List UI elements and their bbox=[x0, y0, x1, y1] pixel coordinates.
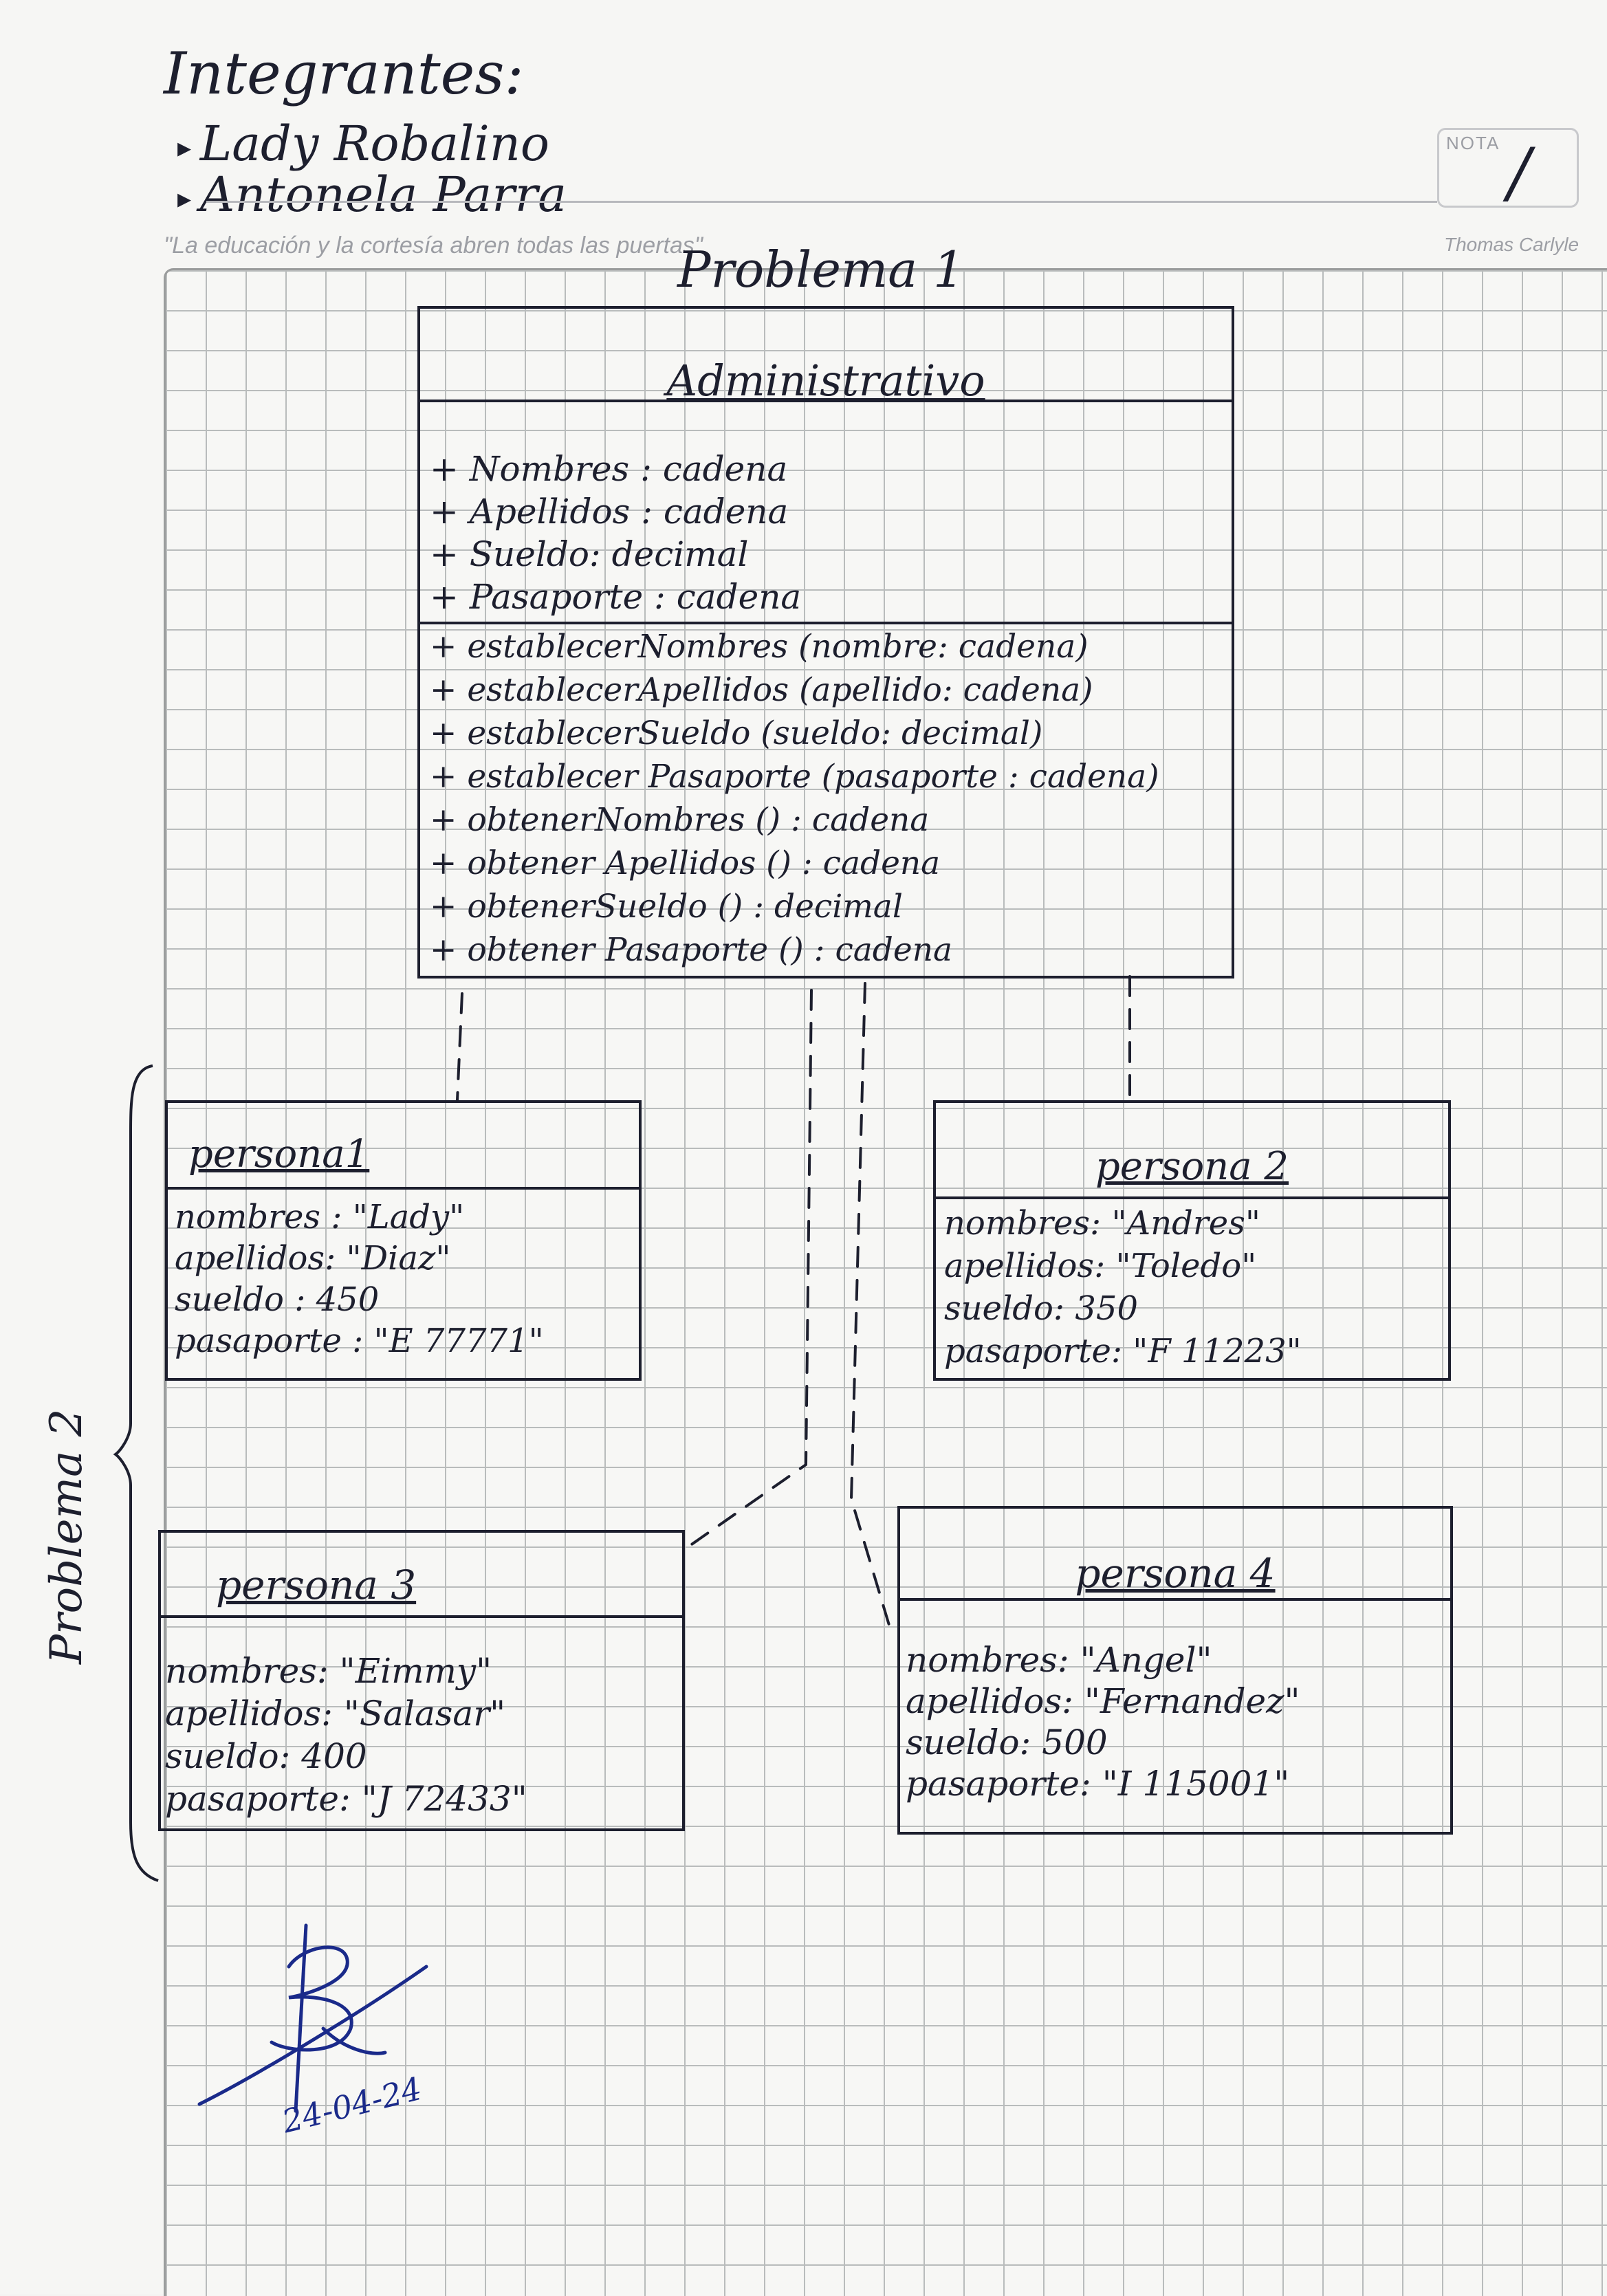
bullet-icon: ▸ bbox=[177, 183, 200, 215]
object-box-persona-3: persona 3 nombres: "Eimmy" apellidos: "S… bbox=[158, 1530, 685, 1831]
object-row: pasaporte: "J 72433" bbox=[165, 1779, 527, 1819]
object-box-persona-4: persona 4 nombres: "Angel" apellidos: "F… bbox=[897, 1506, 1453, 1835]
problem-2-brace bbox=[113, 1064, 159, 1882]
object-name-divider bbox=[900, 1598, 1450, 1601]
class-name-divider bbox=[420, 400, 1232, 402]
attribute-row: + Pasaporte : cadena bbox=[430, 577, 802, 617]
bullet-icon: ▸ bbox=[177, 132, 200, 164]
printed-quote: "La educación y la cortesía abren todas … bbox=[164, 232, 703, 259]
object-name-divider bbox=[936, 1196, 1448, 1199]
grade-box: NOTA / bbox=[1437, 128, 1579, 211]
name-line bbox=[206, 201, 1437, 203]
object-row: sueldo : 450 bbox=[175, 1280, 380, 1319]
object-values: nombres : "Lady" apellidos: "Diaz" sueld… bbox=[175, 1196, 544, 1362]
attribute-row: + Nombres : cadena bbox=[430, 449, 788, 489]
object-row: sueldo: 500 bbox=[906, 1723, 1108, 1762]
object-row: nombres: "Angel" bbox=[906, 1640, 1212, 1680]
object-name: persona1 bbox=[188, 1132, 370, 1177]
method-row: + obtener Apellidos () : cadena bbox=[430, 844, 941, 882]
object-box-persona-2: persona 2 nombres: "Andres" apellidos: "… bbox=[933, 1100, 1451, 1381]
object-name: persona 3 bbox=[216, 1562, 417, 1608]
method-row: + obtener Pasaporte () : cadena bbox=[430, 931, 952, 969]
member-1: ▸ Lady Robalino bbox=[177, 116, 550, 172]
signature-mark bbox=[197, 1923, 428, 2113]
object-row: apellidos: "Toledo" bbox=[944, 1247, 1257, 1285]
object-values: nombres: "Eimmy" apellidos: "Salasar" su… bbox=[165, 1650, 527, 1820]
attribute-row: + Sueldo: decimal bbox=[430, 534, 749, 574]
method-row: + establecerSueldo (sueldo: decimal) bbox=[430, 714, 1043, 752]
method-row: + obtenerNombres () : cadena bbox=[430, 801, 930, 839]
method-row: + establecerApellidos (apellido: cadena) bbox=[430, 671, 1093, 709]
object-row: pasaporte: "F 11223" bbox=[944, 1332, 1302, 1370]
quote-author: Thomas Carlyle bbox=[1444, 234, 1579, 255]
attribute-row: + Apellidos : cadena bbox=[430, 492, 789, 532]
method-row: + obtenerSueldo () : decimal bbox=[430, 888, 903, 926]
object-row: nombres : "Lady" bbox=[175, 1198, 465, 1236]
object-values: nombres: "Angel" apellidos: "Fernandez" … bbox=[906, 1639, 1300, 1804]
method-row: + establecerNombres (nombre: cadena) bbox=[430, 628, 1089, 666]
class-methods: + establecerNombres (nombre: cadena) + e… bbox=[430, 625, 1159, 972]
object-row: nombres: "Andres" bbox=[944, 1204, 1260, 1243]
object-name: persona 4 bbox=[1075, 1550, 1276, 1597]
object-row: apellidos: "Fernandez" bbox=[906, 1681, 1300, 1721]
object-row: sueldo: 350 bbox=[944, 1289, 1138, 1328]
object-row: apellidos: "Diaz" bbox=[175, 1239, 451, 1278]
method-row: + establecer Pasaporte (pasaporte : cade… bbox=[430, 758, 1159, 796]
grade-label: NOTA bbox=[1446, 133, 1500, 153]
object-row: nombres: "Eimmy" bbox=[165, 1651, 492, 1691]
object-row: pasaporte : "E 77771" bbox=[175, 1322, 544, 1360]
dependency-line-persona-4 bbox=[849, 982, 894, 1638]
grade-mark: / bbox=[1508, 134, 1531, 211]
object-values: nombres: "Andres" apellidos: "Toledo" su… bbox=[944, 1202, 1302, 1373]
object-box-persona-1: persona1 nombres : "Lady" apellidos: "Di… bbox=[165, 1100, 642, 1381]
object-row: apellidos: "Salasar" bbox=[165, 1694, 506, 1734]
grid-paper bbox=[164, 268, 1607, 2296]
class-box-administrativo: Administrativo + Nombres : cadena + Apel… bbox=[417, 306, 1234, 978]
object-name-divider bbox=[168, 1187, 639, 1190]
class-name: Administrativo bbox=[666, 356, 985, 406]
class-attributes: + Nombres : cadena + Apellidos : cadena … bbox=[430, 448, 801, 618]
object-name: persona 2 bbox=[1095, 1144, 1289, 1189]
object-row: pasaporte: "I 115001" bbox=[906, 1764, 1290, 1804]
member-2: ▸ Antonela Parra bbox=[177, 166, 567, 223]
problem-1-label: Problema 1 bbox=[677, 241, 965, 298]
dependency-line-persona-3 bbox=[686, 989, 813, 1549]
attributes-divider bbox=[420, 622, 1232, 624]
members-heading: Integrantes: bbox=[164, 40, 524, 107]
object-name-divider bbox=[161, 1615, 682, 1618]
dependency-line-persona-1 bbox=[456, 992, 463, 1102]
object-row: sueldo: 400 bbox=[165, 1736, 367, 1776]
